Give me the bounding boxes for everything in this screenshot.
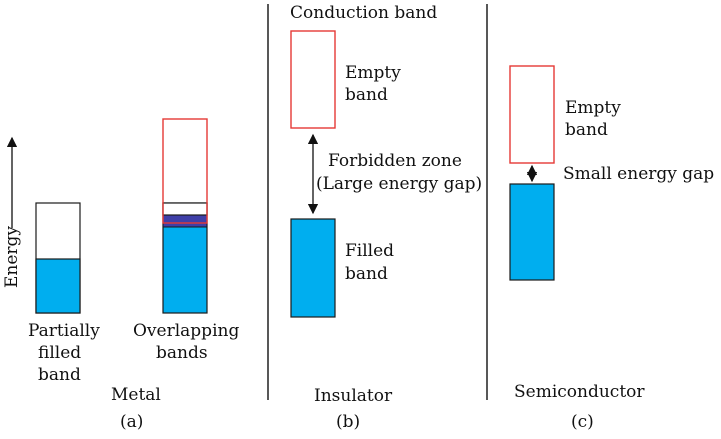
panel-insulator: Conduction band Empty band Forbidden zon… (290, 3, 482, 432)
insulator-filled-label-1: Filled (345, 241, 394, 261)
semiconductor-empty-band (509, 65, 555, 164)
partially-label-2: filled (38, 343, 81, 363)
panel-a-tag: (a) (120, 412, 143, 432)
overlapping-label-1: Overlapping (133, 321, 239, 341)
semiconductor-empty-label-1: Empty (565, 98, 621, 118)
conduction-band-label: Conduction band (290, 3, 437, 23)
insulator-filled-label-2: band (345, 264, 388, 284)
semiconductor-filled-band (509, 183, 555, 281)
partially-label-3: band (38, 365, 81, 385)
insulator-label: Insulator (314, 386, 393, 406)
panel-b-tag: (b) (336, 412, 360, 432)
partially-filled-band-fill (35, 258, 81, 314)
partially-label-1: Partially (28, 321, 100, 341)
large-gap-label: (Large energy gap) (316, 174, 482, 194)
insulator-empty-band (290, 30, 336, 129)
overlap-upper-band (162, 118, 208, 224)
panel-c-tag: (c) (571, 412, 594, 432)
insulator-filled-band (290, 218, 336, 318)
energy-axis: Energy (2, 136, 22, 288)
semiconductor-empty-label-2: band (565, 120, 608, 140)
overlap-lower-band-top (162, 202, 208, 216)
overlapping-label-2: bands (156, 343, 208, 363)
semiconductor-label: Semiconductor (514, 382, 645, 402)
metal-label: Metal (111, 385, 161, 405)
panel-metal: Partially filled band Overlapping bands … (28, 118, 239, 432)
panel-semiconductor: Empty band Small energy gap Semiconducto… (509, 65, 714, 432)
overlap-region (162, 214, 208, 228)
insulator-empty-label-1: Empty (345, 63, 401, 83)
small-gap-label: Small energy gap (563, 164, 714, 184)
insulator-empty-label-2: band (345, 85, 388, 105)
forbidden-zone-label: Forbidden zone (328, 151, 462, 171)
energy-axis-label: Energy (2, 226, 22, 288)
